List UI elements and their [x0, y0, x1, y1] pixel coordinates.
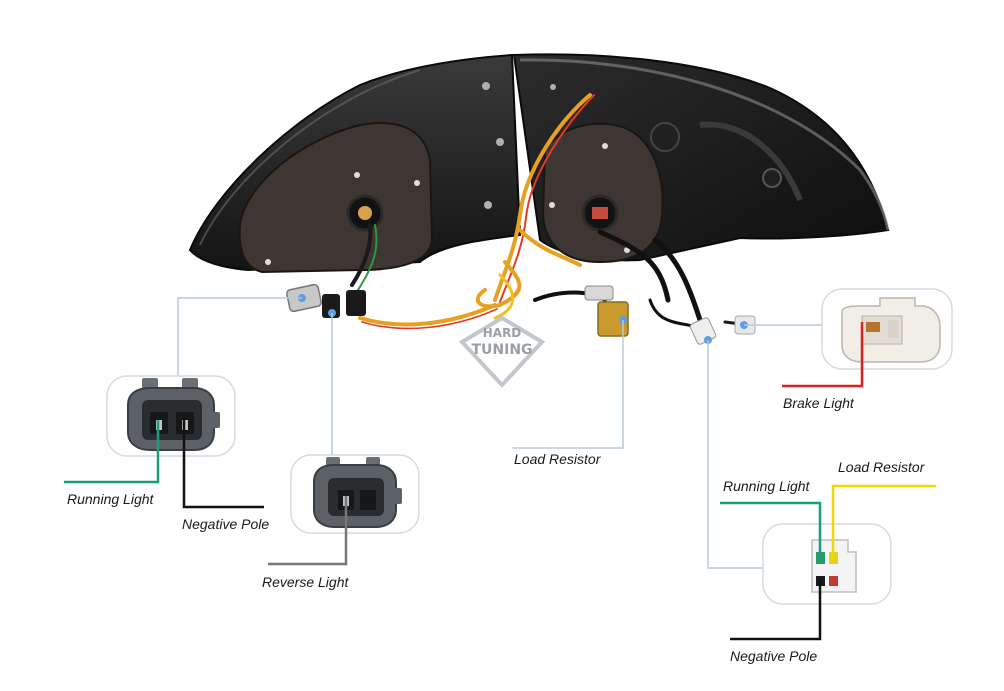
- label-load-resistor-center: Load Resistor: [514, 451, 601, 467]
- watermark-logo: HARD TUNING: [458, 315, 546, 388]
- svg-text:HARD: HARD: [483, 326, 522, 340]
- wire-callouts: [64, 322, 936, 641]
- label-negative-pole-right: Negative Pole: [730, 648, 818, 664]
- label-reverse-light: Reverse Light: [262, 574, 349, 590]
- load-resistor-wire-right: [831, 484, 936, 560]
- connector-panel-reverse: [290, 454, 420, 534]
- running-light-wire-left: [64, 420, 160, 484]
- leader-lines: [177, 297, 822, 569]
- reverse-light-wire: [268, 496, 348, 566]
- brake-light-wire: [782, 322, 864, 388]
- connector-panel-running-negative: [106, 375, 236, 457]
- inner-back-cover: [238, 122, 434, 274]
- negative-pole-wire-left: [182, 420, 264, 509]
- outer-back-cover: [541, 122, 664, 264]
- label-running-light-right: Running Light: [723, 478, 810, 494]
- connector-panel-brake: [821, 288, 953, 370]
- running-light-wire-right: [720, 501, 822, 560]
- label-load-resistor-right: Load Resistor: [838, 459, 925, 475]
- label-brake-light: Brake Light: [783, 395, 854, 411]
- label-running-light-left: Running Light: [67, 491, 154, 507]
- connector-panel-running-resistor-negative: [762, 523, 892, 605]
- svg-text:TUNING: TUNING: [471, 342, 532, 358]
- negative-pole-wire-right: [730, 580, 822, 641]
- tail-light-assembly: [188, 53, 890, 274]
- label-negative-pole-left: Negative Pole: [182, 516, 270, 532]
- wire-harness: [350, 93, 752, 332]
